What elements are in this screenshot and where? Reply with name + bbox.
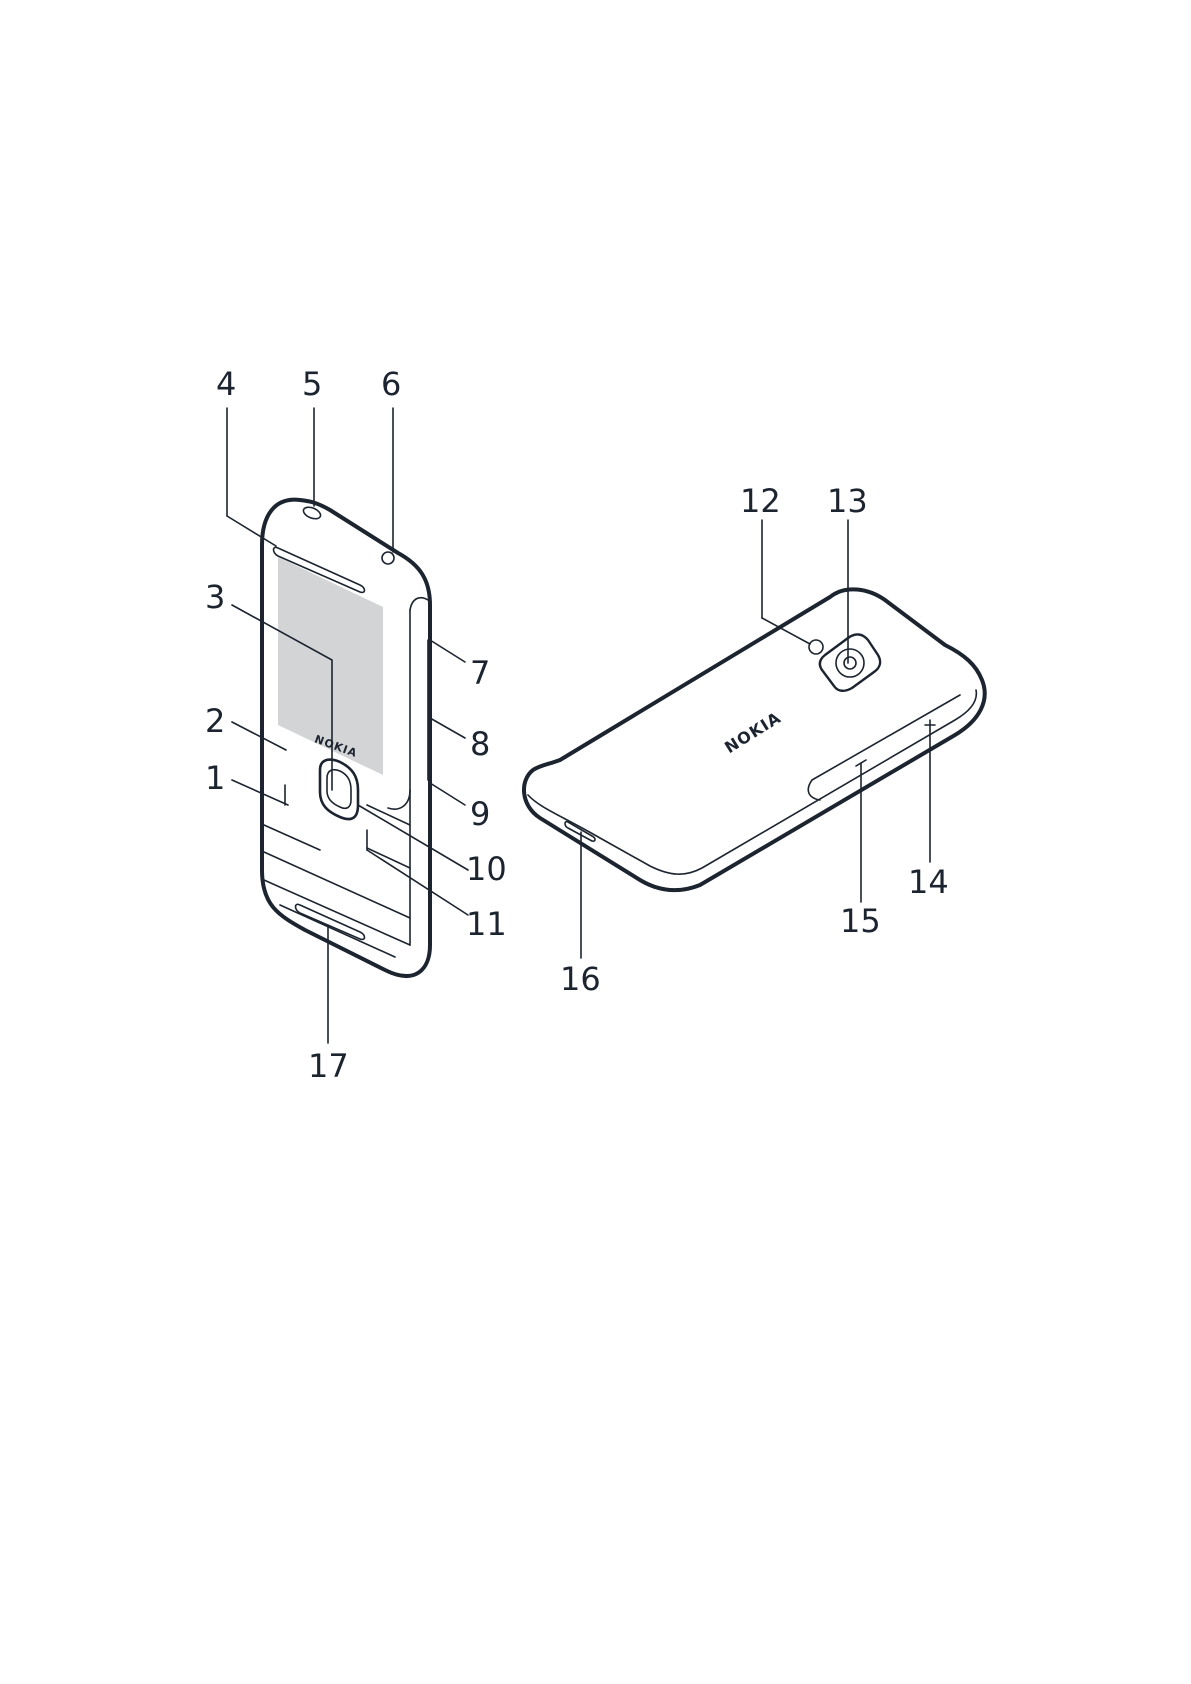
callout-8: 8 [470,725,490,763]
callout-13: 13 [827,482,868,520]
leader-8 [430,718,465,738]
sensor-dot [302,505,322,521]
callout-17: 17 [308,1047,349,1085]
back-logo: NOKIA [721,708,784,757]
camera-lens-outer [836,649,864,677]
phone-front-view: NOKIA [262,500,430,976]
leader-lines [227,408,930,1043]
callout-12: 12 [740,482,781,520]
callout-1: 1 [205,759,225,797]
callout-9: 9 [470,795,490,833]
leader-2 [232,722,286,750]
phone-back-view: NOKIA [524,589,985,890]
callout-7: 7 [470,654,490,692]
side-panel-edge [410,598,428,610]
callout-4: 4 [216,365,236,403]
navigation-key-center [327,770,351,809]
callout-14: 14 [908,863,949,901]
headset-jack [382,552,394,564]
camera-module [820,634,880,690]
volume-plus-mark [925,720,935,730]
leader-7 [430,640,465,662]
callout-11: 11 [466,905,507,943]
back-cover-edge [528,690,976,874]
leader-9 [430,783,465,805]
callout-10: 10 [466,850,507,888]
camera-flash [809,640,823,654]
camera-lens-inner [844,657,856,669]
leader-10 [358,805,468,870]
callout-6: 6 [381,365,401,403]
side-lower-curve [388,790,410,809]
keypad-row-3 [264,880,410,945]
callout-2: 2 [205,702,225,740]
navigation-key [320,760,358,819]
keypad-row-1 [264,825,320,850]
leader-4b [227,516,276,546]
callout-16: 16 [560,960,601,998]
callout-15: 15 [840,902,881,940]
callout-5: 5 [302,365,322,403]
callout-3: 3 [205,578,225,616]
keypad-row-1b [367,848,410,868]
